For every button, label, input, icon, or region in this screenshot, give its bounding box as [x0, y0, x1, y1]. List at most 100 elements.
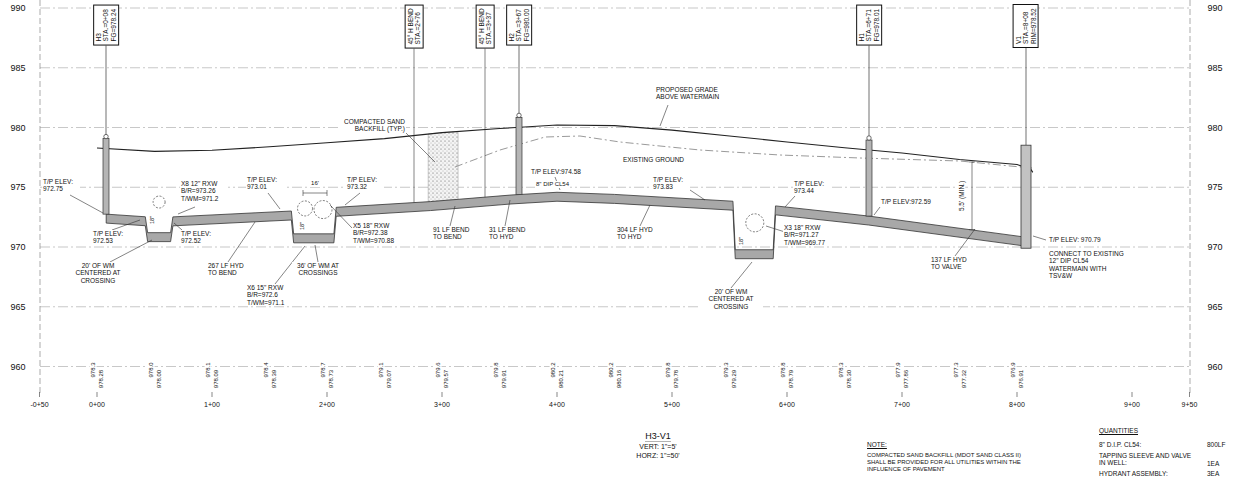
station-tag-text: FG=978.01	[873, 8, 880, 41]
callout-label: 267 LF HYD TO BEND	[207, 262, 251, 277]
dimension-line	[303, 193, 327, 194]
callout-label: T/P ELEV: 973.01	[246, 176, 284, 191]
grade-elevation: 979.07	[385, 369, 392, 389]
leader-line	[330, 205, 352, 228]
station-tag-text: V1	[1015, 8, 1022, 44]
station-tag-text: STA.=8+08	[1022, 8, 1029, 44]
station-tag-text: STA.=3+37	[485, 8, 492, 44]
callout-label: 20' OF WM CENTERED AT CROSSING	[699, 288, 763, 310]
leader-line	[660, 105, 668, 126]
callout-label: 18"	[738, 236, 744, 246]
callout-label: 18"	[299, 221, 305, 231]
drawing-title: H3-V1	[644, 431, 672, 441]
bend-marker-line	[485, 48, 486, 197]
frame-line	[40, 0, 41, 395]
elevation-axis: 960	[9, 361, 26, 371]
leader-line	[405, 132, 435, 162]
station-tag: H3STA.=0+08FG=978.24	[93, 4, 119, 45]
station-label: 6+00	[778, 401, 796, 409]
station-tag-text: STA.=2+76	[414, 8, 421, 44]
station-tag-text: 45° H BEND	[478, 8, 485, 44]
callout-label: TAPPING SLEEVE AND VALVE IN WELL:	[1098, 452, 1200, 467]
callout-label: 91 LF BEND TO BEND	[432, 226, 476, 241]
station-tick	[557, 392, 558, 397]
grade-elevation: 979.3	[722, 361, 729, 378]
hydrant-lead	[106, 45, 107, 139]
callout-label: 16'	[310, 180, 320, 187]
grade-elevation: 980.21	[558, 369, 565, 389]
watermain-pipe	[106, 192, 1028, 258]
callout-label: T/P ELEV:972.59	[880, 198, 932, 205]
grade-elevation: 979.8	[665, 361, 672, 378]
station-tag-text: RIM=978.52	[1030, 8, 1037, 44]
station-label: 3+00	[433, 401, 451, 409]
callout-label: X5 18" RXW B/R=972.38 T/WM=970.88	[352, 222, 404, 244]
grade-elevation: 978.1	[205, 361, 212, 378]
callout-label: T/P ELEV: 972.53	[92, 230, 130, 245]
callout-label: T/P ELEV: 973.44	[793, 180, 831, 195]
station-tick	[1017, 392, 1018, 397]
dimension-tick	[303, 190, 304, 196]
grade-elevation: 978.0	[147, 361, 154, 378]
existing-ground-line	[455, 136, 1032, 168]
callout-label: 5.5' (MIN.)	[958, 180, 965, 212]
station-label: 9+00	[1123, 401, 1141, 409]
hydrant-lead	[519, 45, 520, 117]
callout-label: CONNECT TO EXISTING 12" DIP CL54 WATERMA…	[1048, 250, 1128, 280]
grade-elevation: 978.00	[155, 369, 162, 389]
station-label: 7+00	[893, 401, 911, 409]
valve-lead	[1026, 48, 1027, 145]
callout-label: COMPACTED SAND BACKFILL (MDOT SAND CLASS…	[866, 452, 1033, 473]
hydrant-lead	[869, 45, 870, 140]
grade-elevation: 978.39	[270, 369, 277, 389]
callout-label: 36' OF WM AT CROSSINGS	[292, 262, 344, 277]
callout-label: T/P ELEV: 972.52	[180, 230, 218, 245]
callout-label: 800LF	[1206, 441, 1226, 448]
station-tag-text: H2	[508, 8, 515, 41]
callout-label: 304 LF HYD TO HYD	[616, 226, 658, 241]
crossing-pipe	[298, 201, 313, 216]
grade-elevation: 979.91	[500, 369, 507, 389]
grade-elevation: 979.57	[443, 369, 450, 389]
grade-elevation: 978.8	[780, 361, 787, 378]
callout-label: T/P ELEV: 973.32	[346, 176, 384, 191]
grade-elevation: 978.28	[98, 369, 105, 389]
grid-line	[40, 127, 1190, 128]
leader-line	[174, 223, 182, 230]
leader-line	[178, 207, 195, 214]
elevation-axis: 975	[1206, 182, 1223, 192]
callout-label: T/P ELEV: 972.75	[42, 178, 80, 193]
station-tag: 45° H BENDSTA.=3+37	[476, 4, 495, 48]
sand-backfill	[428, 132, 458, 202]
callout-label: 20' OF WM CENTERED AT CROSSING	[67, 262, 129, 284]
station-tick	[442, 392, 443, 397]
callout-label: NOTE:	[866, 441, 888, 448]
bend-marker-line	[414, 48, 415, 203]
station-tick	[1132, 392, 1133, 397]
callout-label: X6 15" RXW B/R=972.6 T/WM=971.1	[246, 284, 294, 306]
callout-label: T/P ELEV: 973.83	[652, 176, 690, 191]
grid-line	[40, 67, 1190, 68]
station-tag: H2STA.=3+67FG=980.00	[506, 4, 532, 45]
grade-elevation: 978.7	[320, 361, 327, 378]
callout-label: HYDRANT ASSEMBLY:	[1098, 470, 1169, 477]
grade-elevation: 979.29	[730, 369, 737, 389]
leader-line	[268, 193, 280, 209]
station-tag-text: STA.=3+67	[515, 8, 522, 41]
crossing-pipe	[746, 214, 764, 232]
callout-label: COMPACTED SAND BACKFILL (TYP.)	[338, 118, 406, 133]
elevation-axis: 975	[9, 182, 26, 192]
elevation-axis: 990	[1206, 3, 1223, 13]
leader-line	[345, 193, 360, 205]
crossing-pipe	[314, 201, 332, 219]
callout-label: X3 18" RXW B/R=971.27 T/WM=969.77	[783, 224, 835, 246]
grade-elevation: 980.2	[607, 361, 614, 378]
station-label: 4+00	[548, 401, 566, 409]
callout-label: 1EA	[1206, 460, 1220, 467]
elevation-axis: 965	[1206, 302, 1223, 312]
station-tag-text: FG=978.24	[110, 8, 117, 41]
dimension-tick	[969, 161, 975, 162]
callout-label: T/P ELEV:974.58	[530, 168, 582, 175]
elevation-axis: 980	[1206, 122, 1223, 132]
station-label: 9+50	[1181, 401, 1199, 409]
